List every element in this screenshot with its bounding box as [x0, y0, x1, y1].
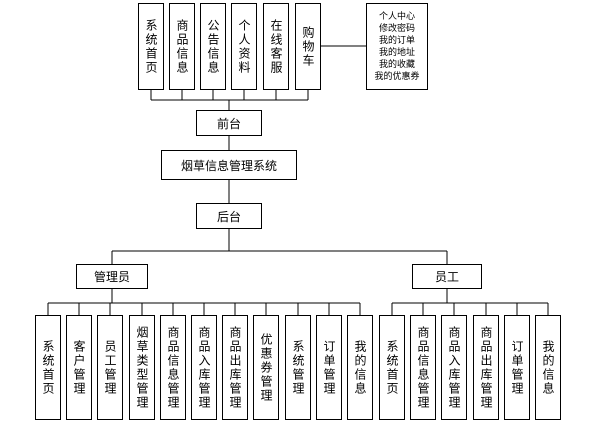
- node-personal-center: 个人中心 修改密码 我的订单 我的地址 我的收藏 我的优惠券: [366, 3, 428, 90]
- personal-center-item: 我的优惠券: [374, 71, 420, 82]
- node-admin-tobacco-type: 烟草类型管理: [129, 315, 155, 420]
- node-top-home: 系统首页: [138, 3, 164, 90]
- node-label: 系统首页: [385, 339, 399, 396]
- node-label: 我的信息: [541, 339, 555, 396]
- node-top-announcement: 公告信息: [200, 3, 226, 90]
- node-admin-coupon: 优惠券管理: [253, 315, 279, 420]
- node-label: 个人资料: [237, 18, 251, 75]
- node-admin-order: 订单管理: [316, 315, 342, 420]
- node-top-product-info: 商品信息: [169, 3, 195, 90]
- personal-center-item: 修改密码: [378, 23, 415, 34]
- node-label: 前台: [216, 116, 241, 131]
- node-label: 客户管理: [72, 339, 86, 396]
- node-label: 烟草类型管理: [135, 325, 149, 410]
- node-system: 烟草信息管理系统: [161, 150, 297, 180]
- node-admin-home: 系统首页: [35, 315, 61, 420]
- node-staff-stock-out: 商品出库管理: [473, 315, 499, 420]
- node-back: 后台: [196, 203, 262, 229]
- personal-center-item: 个人中心: [378, 11, 415, 22]
- node-label: 后台: [216, 209, 241, 224]
- node-admin-customer: 客户管理: [66, 315, 92, 420]
- node-admin-my-info: 我的信息: [347, 315, 373, 420]
- node-label: 我的信息: [353, 339, 367, 396]
- personal-center-item: 我的订单: [378, 35, 415, 46]
- node-front: 前台: [196, 110, 262, 136]
- node-label: 购物车: [301, 25, 315, 68]
- node-label: 商品入库管理: [197, 325, 211, 410]
- node-staff-stock-in: 商品入库管理: [441, 315, 467, 420]
- node-label: 商品入库管理: [447, 325, 461, 410]
- node-top-online-service: 在线客服: [263, 3, 289, 90]
- node-admin: 管理员: [76, 264, 148, 289]
- node-staff-home: 系统首页: [379, 315, 405, 420]
- node-admin-system-mgmt: 系统管理: [285, 315, 311, 420]
- node-admin-stock-in: 商品入库管理: [191, 315, 217, 420]
- node-label: 系统首页: [41, 339, 55, 396]
- node-staff-my-info: 我的信息: [535, 315, 561, 420]
- node-top-cart: 购物车: [295, 3, 321, 90]
- node-admin-employee: 员工管理: [97, 315, 123, 420]
- node-label: 商品出库管理: [479, 325, 493, 410]
- node-label: 系统首页: [144, 18, 158, 75]
- node-label: 优惠券管理: [259, 332, 273, 403]
- personal-center-item: 我的收藏: [378, 59, 415, 70]
- node-label: 订单管理: [322, 339, 336, 396]
- node-label: 系统管理: [291, 339, 305, 396]
- node-label: 烟草信息管理系统: [180, 158, 277, 173]
- node-label: 公告信息: [206, 18, 220, 75]
- node-top-profile: 个人资料: [231, 3, 257, 90]
- node-admin-product-info: 商品信息管理: [160, 315, 186, 420]
- node-label: 管理员: [93, 270, 130, 284]
- node-label: 在线客服: [269, 18, 283, 75]
- node-admin-stock-out: 商品出库管理: [222, 315, 248, 420]
- node-label: 商品出库管理: [228, 325, 242, 410]
- node-label: 订单管理: [510, 339, 524, 396]
- personal-center-item: 我的地址: [378, 47, 415, 58]
- node-label: 商品信息: [175, 18, 189, 75]
- node-label: 商品信息管理: [166, 325, 180, 410]
- node-staff: 员工: [412, 264, 482, 289]
- node-label: 员工: [434, 270, 459, 284]
- node-staff-product-info: 商品信息管理: [410, 315, 436, 420]
- node-label: 商品信息管理: [416, 325, 430, 410]
- node-label: 员工管理: [103, 339, 117, 396]
- node-staff-order: 订单管理: [504, 315, 530, 420]
